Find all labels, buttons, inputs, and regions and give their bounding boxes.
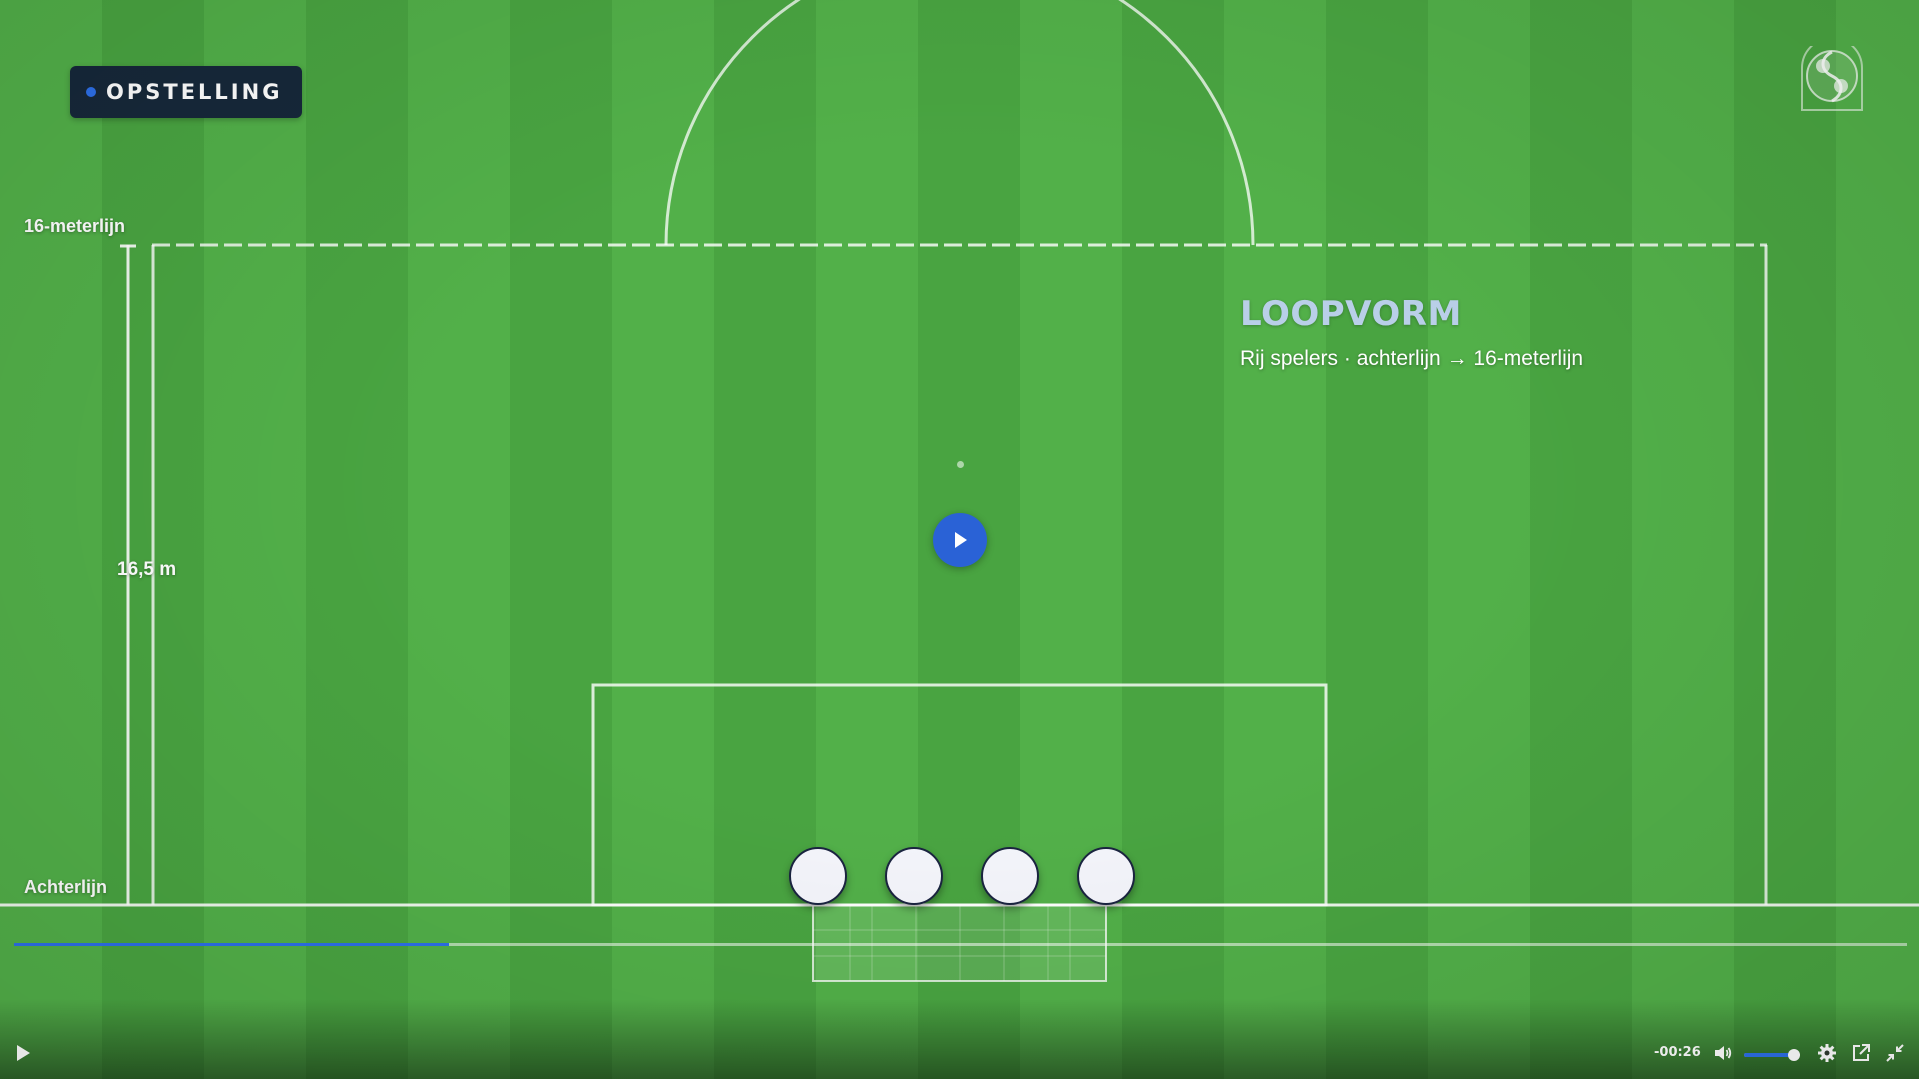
center-marker: [957, 461, 964, 468]
exit-fullscreen-button[interactable]: [1882, 1040, 1908, 1066]
club-logo-icon: [1801, 46, 1863, 111]
backline-label: Achterlijn: [24, 877, 108, 897]
volume-slider[interactable]: [1744, 1049, 1801, 1061]
drill-title: LOOPVORM: [1240, 294, 1462, 334]
goal-area: [591, 683, 1328, 907]
time-remaining: -00:26: [1654, 1045, 1701, 1060]
gear-icon: [1818, 1044, 1836, 1062]
penalty-arc: [664, 0, 1255, 246]
drill-subtitle: Rij spelers · achterlijn → 16-meterlijn: [1240, 347, 1584, 370]
control-bar: [0, 999, 1919, 1079]
mute-button[interactable]: [1710, 1040, 1736, 1066]
popout-icon: [1853, 1044, 1870, 1061]
player-token[interactable]: [981, 847, 1039, 905]
player-token[interactable]: [789, 847, 847, 905]
play-icon: [17, 1045, 30, 1061]
progress-fill: [14, 943, 450, 946]
exit-fullscreen-icon: [1886, 1044, 1904, 1062]
player-token[interactable]: [1077, 847, 1135, 905]
distance-label: 16,5 m: [117, 559, 177, 580]
player-token[interactable]: [885, 847, 943, 905]
progress-bar[interactable]: [14, 943, 1907, 946]
play-icon: [955, 532, 967, 548]
popout-button[interactable]: [1848, 1040, 1874, 1066]
badge-label: OPSTELLING: [106, 80, 283, 104]
play-button[interactable]: [10, 1040, 36, 1066]
status-dot: [86, 87, 96, 97]
section-badge: OPSTELLING: [70, 66, 303, 118]
center-play-button[interactable]: [933, 513, 987, 567]
volume-icon: [1715, 1046, 1732, 1060]
volume-handle[interactable]: [1788, 1049, 1801, 1061]
volume-fill: [1744, 1053, 1795, 1057]
sixteen-meter-label: 16-meterlijn: [24, 216, 126, 236]
settings-button[interactable]: [1814, 1040, 1840, 1066]
